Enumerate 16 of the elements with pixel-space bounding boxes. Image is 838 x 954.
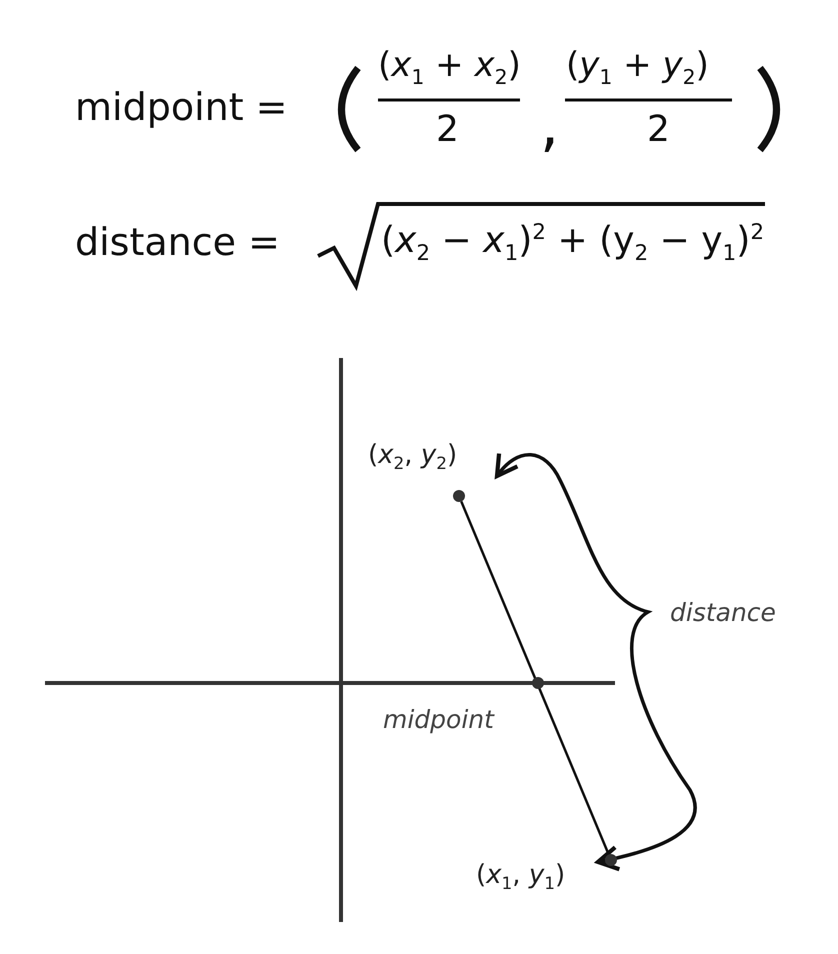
point-dot: [453, 490, 465, 502]
curved-arrow: [494, 452, 697, 872]
point-dot: [532, 677, 544, 689]
formula-text: 2: [436, 112, 459, 148]
point-label: midpoint: [383, 705, 494, 734]
coordinate-label: (x$_{2}$, y$_{2}$): [368, 440, 494, 480]
formula-text: distance =: [75, 223, 280, 261]
formula-text: 2: [647, 112, 670, 148]
point-dot: [605, 854, 617, 866]
coordinate-label: (x$_{1}$, y$_{1}$): [476, 860, 594, 900]
formula-text: (y$_{1}$ + y$_{2}$): [566, 48, 709, 88]
formula-text: (x$_{1}$ + x$_{2}$): [378, 48, 521, 88]
formula-text: (x$_{2}$ − x$_{1}$)$^{2}$ + (y$_{2}$ − y$_{1}$)$^{2}$: [381, 222, 764, 265]
formula-text: midpoint =: [75, 88, 288, 126]
comma: ,: [540, 95, 560, 155]
line-segment: [460, 501, 610, 855]
